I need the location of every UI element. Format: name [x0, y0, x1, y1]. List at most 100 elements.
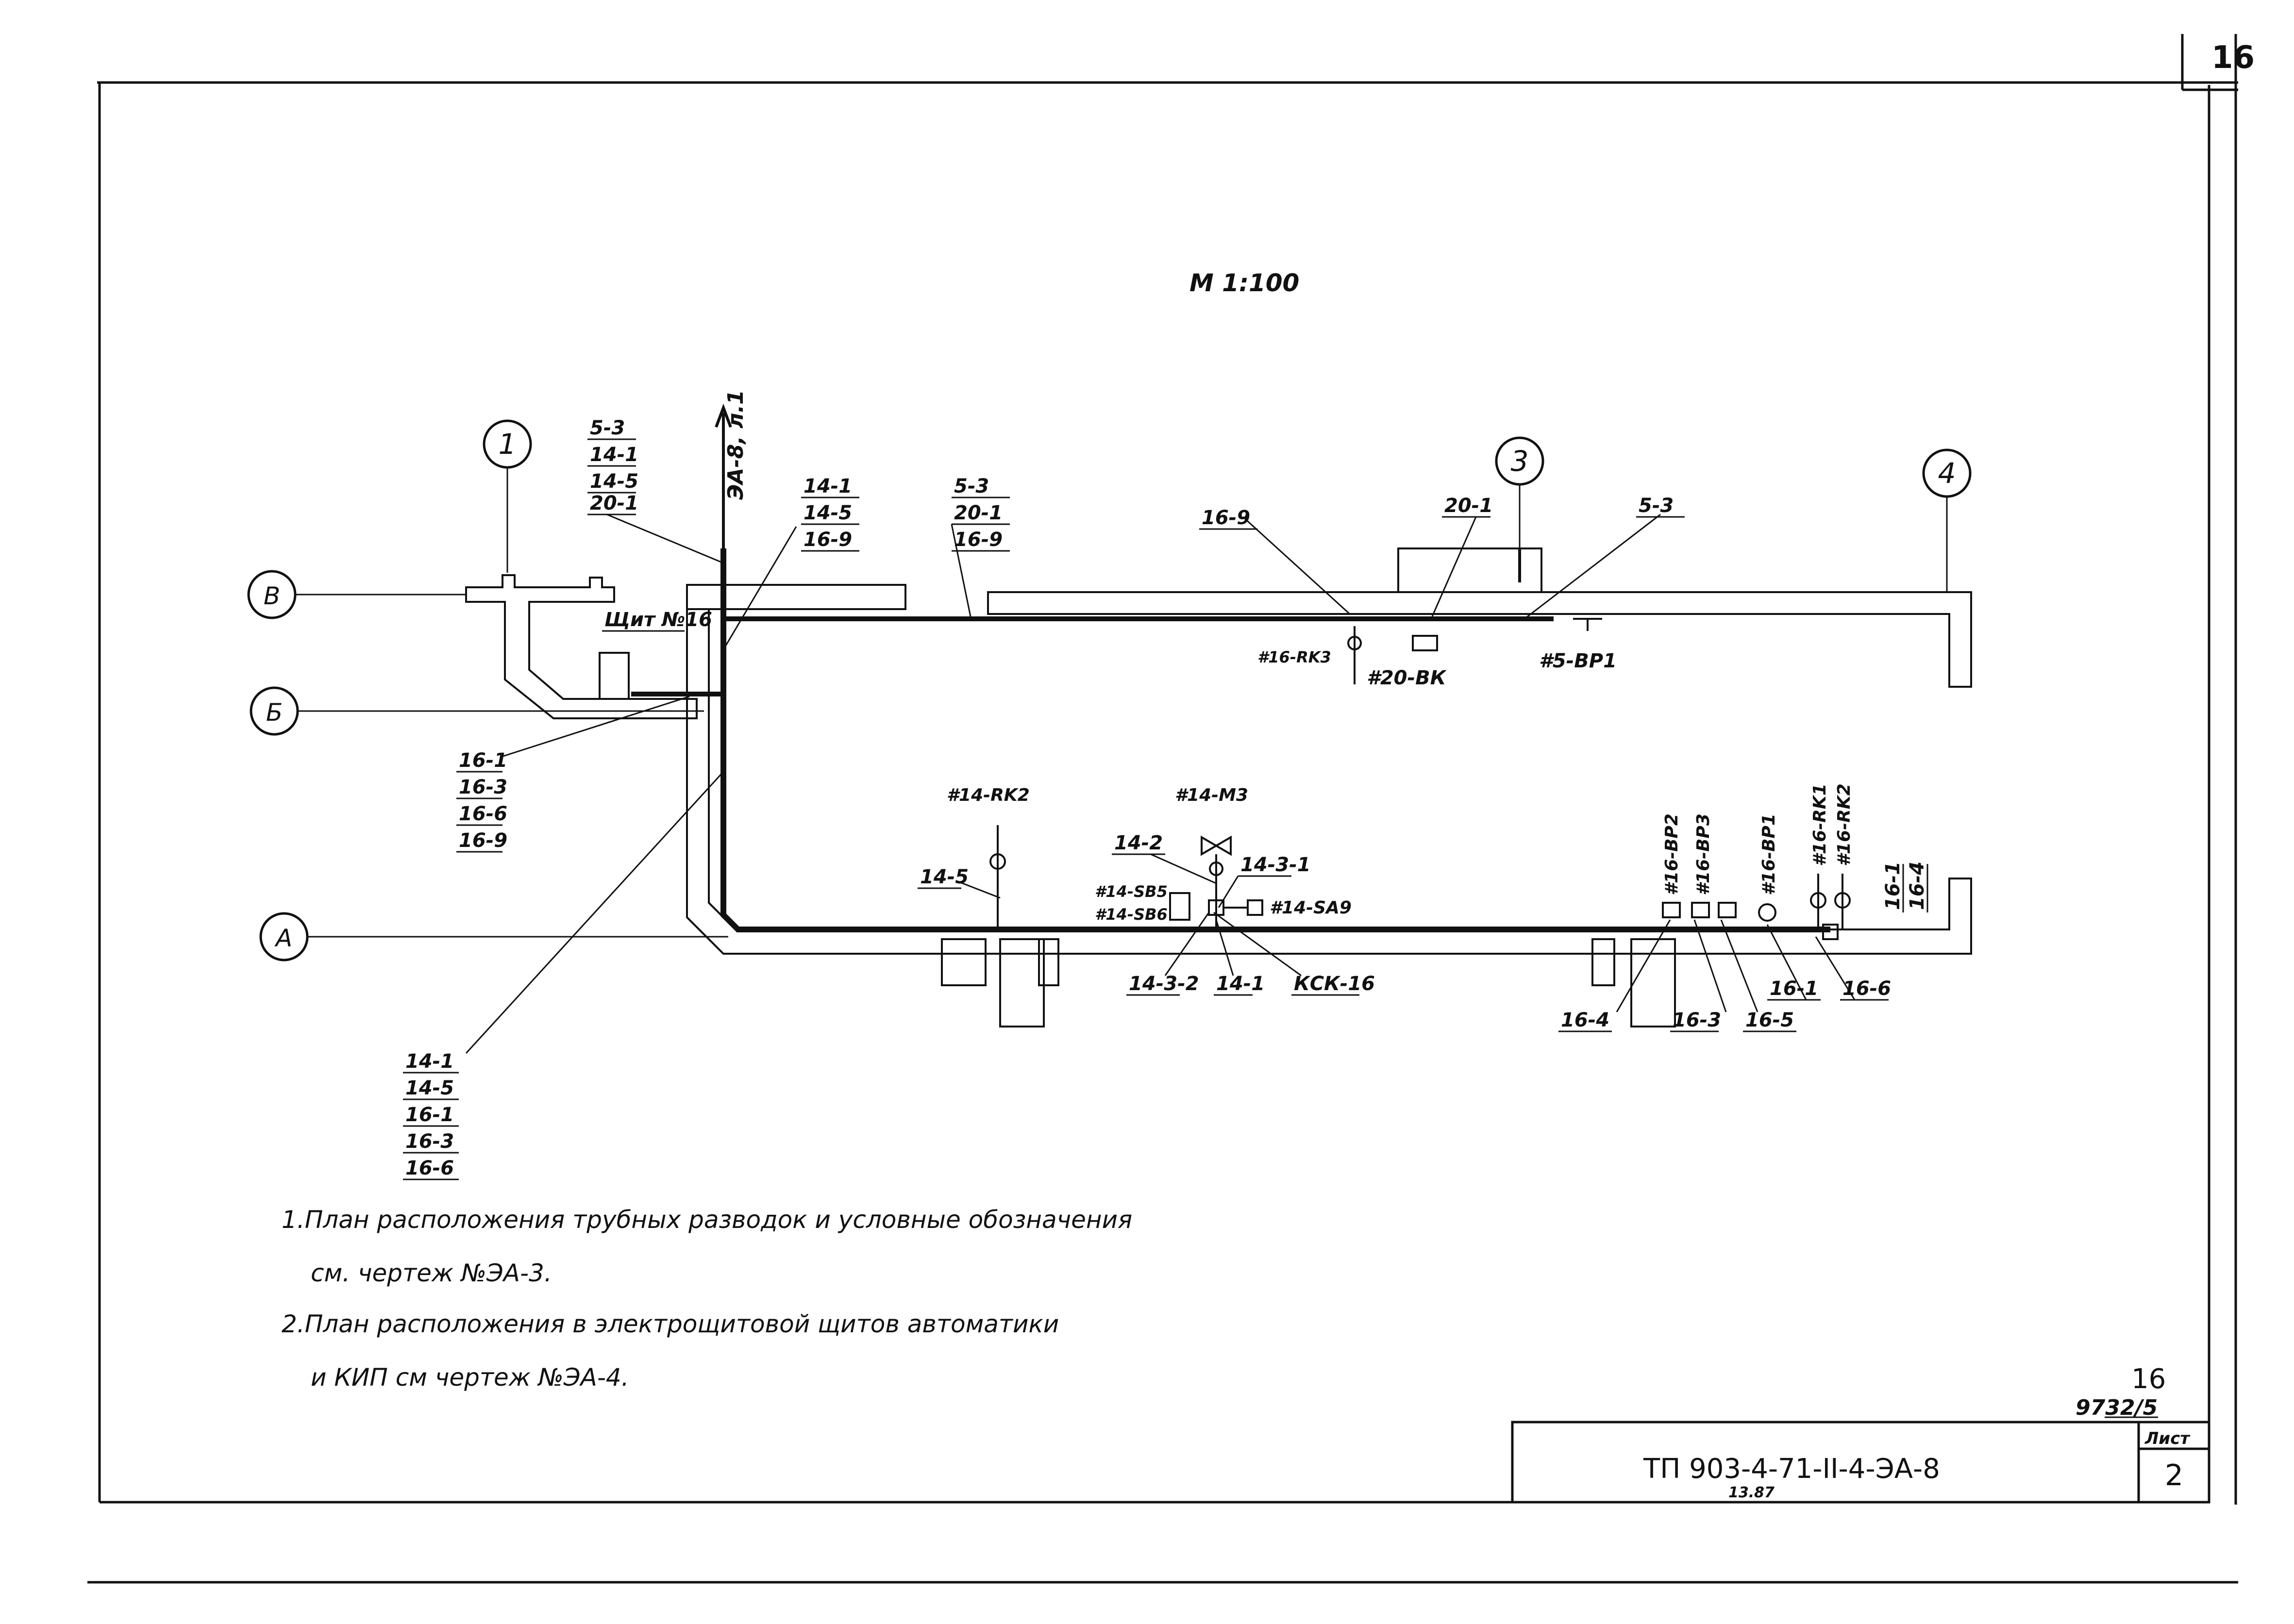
label-dev-20-vk: #20-ВК — [1367, 667, 1447, 689]
label-group-right-vertical: 16-1 16-4 — [1882, 862, 1928, 910]
device-20-vk — [1412, 635, 1438, 651]
label-group-mid-top: 5-3 20-1 16-9 — [954, 475, 1003, 551]
label-20-1: 20-1 — [1444, 495, 1493, 517]
svg-text:14-1: 14-1 — [590, 444, 638, 466]
pillar-4 — [1591, 938, 1615, 986]
label-16-9: 16-9 — [1202, 507, 1250, 529]
svg-text:16-6: 16-6 — [405, 1157, 454, 1179]
drawing-scale: М 1:100 — [1189, 269, 1299, 297]
title-date: 13.87 — [1728, 1484, 1775, 1501]
svg-text:14-5: 14-5 — [804, 502, 852, 524]
label-dev-14-m3: #14-М3 — [1175, 785, 1248, 805]
svg-text:16-1: 16-1 — [459, 749, 507, 772]
leader-16-9 — [1242, 516, 1351, 615]
label-dev-16-vp2: #16-ВР2 — [1662, 813, 1682, 895]
pillar-3 — [1038, 938, 1059, 986]
svg-text:14-1: 14-1 — [804, 475, 852, 497]
leader-mid-left — [725, 526, 797, 646]
inventory-top: 16 — [2131, 1363, 2166, 1395]
svg-text:20-1: 20-1 — [590, 492, 638, 514]
label-group-shield: 16-1 16-3 16-6 16-9 — [459, 749, 507, 852]
leader-5-3 — [1524, 514, 1661, 620]
leader-14-1 — [1215, 919, 1234, 976]
svg-text:14-1: 14-1 — [405, 1050, 454, 1073]
junction-16 — [1822, 924, 1839, 940]
svg-text:16-9: 16-9 — [459, 829, 507, 852]
leader-16-4 — [1616, 919, 1671, 1012]
label-dev-5-vp1: #5-ВР1 — [1539, 650, 1617, 672]
leader-16-6 — [1815, 936, 1856, 1000]
svg-text:14-5: 14-5 — [590, 470, 638, 493]
axis-label-3: 3 — [1511, 445, 1529, 478]
label-group-top-left: 5-3 14-1 14-5 20-1 — [590, 417, 638, 514]
device-5-vp1 — [1573, 618, 1602, 631]
label-dev-14-rk2: #14-RK2 — [947, 785, 1030, 805]
label-14-3-1: 14-3-1 — [1240, 854, 1311, 876]
label-5-3: 5-3 — [1639, 495, 1674, 517]
label-14-3-2: 14-3-2 — [1129, 973, 1199, 995]
axis-label-1: 1 — [499, 428, 517, 461]
note-2-line-2: и КИП см чертеж №ЭА-4. — [311, 1363, 629, 1392]
switch-14-sa9 — [1247, 899, 1263, 916]
leader-shield — [500, 696, 690, 758]
title-block — [1511, 1421, 2210, 1504]
label-dev-16-rk3: #16-RK3 — [1257, 648, 1331, 666]
svg-text:16-3: 16-3 — [459, 776, 507, 798]
pillar-2 — [999, 938, 1045, 1027]
sheet-number: 2 — [2165, 1458, 2183, 1492]
note-1-line-1: 1.План расположения трубных разводок и у… — [282, 1206, 1132, 1234]
svg-text:5-3: 5-3 — [590, 417, 625, 439]
label-dev-16-rk1: #16-RK1 — [1810, 783, 1830, 866]
svg-text:16-1: 16-1 — [405, 1104, 454, 1126]
axis-label-b: Б — [266, 698, 283, 727]
leader-mid-top — [951, 524, 972, 619]
leader-14-3-2 — [1164, 912, 1210, 976]
wall-top-left — [686, 584, 906, 610]
device-16-vp3 — [1691, 902, 1710, 918]
label-dev-16-rk2: #16-RK2 — [1834, 783, 1854, 866]
cable-route-main — [720, 548, 1830, 932]
svg-text:16-1: 16-1 — [1882, 862, 1904, 910]
svg-text:14-5: 14-5 — [405, 1077, 454, 1099]
shield-16-box — [599, 652, 630, 700]
device-16-vp-box — [1718, 902, 1737, 918]
motor-14-m3 — [1201, 835, 1232, 856]
label-16-4: 16-4 — [1561, 1009, 1609, 1031]
wall-room-3 — [1397, 547, 1542, 592]
label-group-mid-left: 14-1 14-5 16-9 — [804, 475, 852, 551]
leader-top-left — [606, 514, 724, 564]
label-group-bottom-left: 14-1 14-5 16-1 16-3 16-6 — [405, 1050, 454, 1179]
leader-14-2 — [1150, 853, 1217, 884]
title-code: ТП 903-4-71-II-4-ЭА-8 — [1643, 1453, 1940, 1485]
label-ksk-16: КСК-16 — [1294, 973, 1375, 995]
leader-14-3-1 — [1218, 876, 1239, 908]
label-16-3: 16-3 — [1673, 1009, 1721, 1031]
pillar-1 — [941, 938, 987, 986]
side-reference: ЭА-8, л.1 — [723, 390, 748, 500]
svg-text:16-6: 16-6 — [459, 803, 507, 825]
note-1-line-2: см. чертеж №ЭА-3. — [311, 1259, 552, 1287]
inventory-bottom: 9732/5 — [2076, 1395, 2158, 1420]
label-16-6: 16-6 — [1842, 978, 1891, 1000]
label-dev-14-sb6: #14-SB6 — [1095, 905, 1168, 924]
note-2-line-1: 2.План расположения в электрощитовой щит… — [282, 1310, 1059, 1338]
leader-20-1 — [1431, 516, 1477, 617]
pillar-5 — [1630, 938, 1676, 1027]
leader-16-1 — [1766, 924, 1807, 1000]
label-14-5: 14-5 — [920, 866, 969, 888]
label-16-1: 16-1 — [1770, 978, 1818, 1000]
label-dev-16-vp1: #16-ВР1 — [1759, 813, 1779, 895]
svg-text:20-1: 20-1 — [954, 502, 1003, 524]
svg-text:16-4: 16-4 — [1906, 862, 1928, 910]
axis-label-a: А — [274, 924, 292, 952]
leader-16-5 — [1720, 919, 1758, 1012]
label-16-5: 16-5 — [1745, 1009, 1794, 1031]
sensor-16-vp1 — [1758, 903, 1776, 922]
label-dev-16-vp3: #16-ВР3 — [1693, 813, 1713, 895]
svg-text:16-9: 16-9 — [804, 529, 852, 551]
sheet-label: Лист — [2144, 1429, 2191, 1448]
svg-text:5-3: 5-3 — [954, 475, 989, 497]
shield-label: Щит №16 — [604, 609, 712, 631]
